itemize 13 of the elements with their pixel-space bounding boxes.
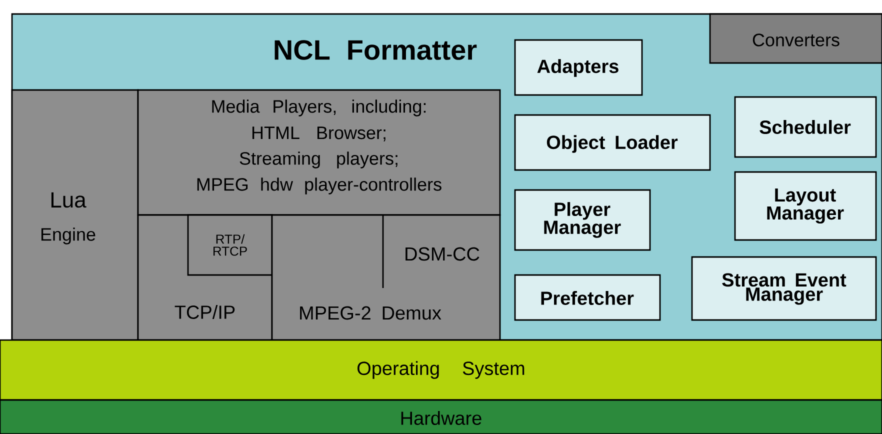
module-box: Layout Manager [734, 171, 877, 241]
os-layer: Operating System [0, 339, 882, 401]
hardware-layer: Hardware [0, 399, 882, 434]
module-box: Prefetcher [514, 274, 661, 321]
demux-block: DSM-CC [382, 215, 480, 288]
module-box: Object Loader [514, 114, 711, 171]
engine-block: Lua Engine [11, 89, 139, 341]
module-box: Stream Event Manager [691, 256, 877, 321]
module-box: Scheduler [734, 96, 877, 158]
module-box: Player Manager [514, 189, 651, 251]
module-box: Adapters [514, 39, 643, 96]
protocol-block: RTP/ RTCP [187, 214, 273, 276]
converter-box: Converters [709, 13, 882, 64]
